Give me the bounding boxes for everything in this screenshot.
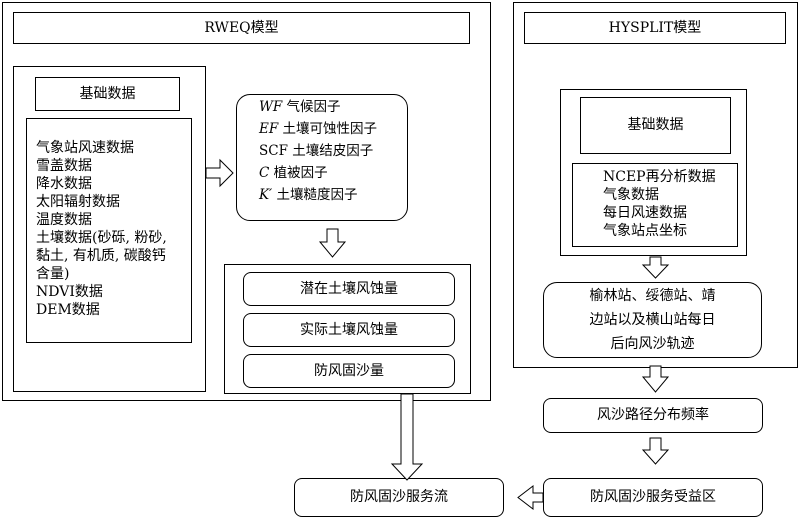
arrow-left-icon <box>517 484 544 511</box>
arrow-down-icon <box>641 437 670 465</box>
service-flow-box: 防风固沙服务流 <box>294 478 504 517</box>
beneficiary-area-box: 防风固沙服务受益区 <box>543 478 763 517</box>
factor-desc: 气候因子 <box>286 99 341 115</box>
factor-symbol: C <box>259 165 270 181</box>
potential-erosion-box: 潜在土壤风蚀量 <box>243 272 455 306</box>
hysplit-data-item: NCEP再分析数据 <box>603 169 716 185</box>
rweq-data-item: 温度数据 <box>36 212 92 228</box>
path-frequency-box: 风沙路径分布频率 <box>543 398 763 433</box>
trajectory-line: 榆林站、绥德站、靖 <box>589 288 716 304</box>
factor-symbol: EF <box>259 121 279 137</box>
hysplit-data-item: 每日风速数据 <box>603 205 687 221</box>
factor-desc: 土壤糙度因子 <box>276 187 358 203</box>
trajectory-line: 边站以及横山站每日 <box>589 312 716 328</box>
actual-erosion-box: 实际土壤风蚀量 <box>243 313 455 347</box>
trajectory-box: 榆林站、绥德站、靖 边站以及横山站每日 后向风沙轨迹 <box>543 282 762 358</box>
factor-item: SCF 土壤结皮因子 <box>259 140 407 162</box>
factor-symbol: K′ <box>259 187 273 203</box>
rweq-data-item: 太阳辐射数据 <box>36 194 120 210</box>
factor-item: C 植被因子 <box>259 162 407 184</box>
hysplit-model-title: HYSPLIT模型 <box>524 12 786 44</box>
rweq-factors-box: WF 气候因子 EF 土壤可蚀性因子 SCF 土壤结皮因子 C 植被因子 K′ … <box>236 94 408 221</box>
rweq-data-item: NDVI数据 <box>36 284 103 300</box>
rweq-data-item: DEM数据 <box>36 302 100 318</box>
arrow-down-icon <box>641 365 670 393</box>
factor-item: EF 土壤可蚀性因子 <box>259 118 407 140</box>
trajectory-line: 后向风沙轨迹 <box>610 336 695 352</box>
hysplit-data-item: 气象站点坐标 <box>603 223 687 239</box>
rweq-data-item: 降水数据 <box>36 176 92 192</box>
factor-desc: 土壤可蚀性因子 <box>282 121 378 137</box>
sand-fixation-box: 防风固沙量 <box>243 354 455 388</box>
rweq-basic-data-label: 基础数据 <box>35 77 180 111</box>
factor-item: K′ 土壤糙度因子 <box>259 184 407 206</box>
rweq-data-item: 土壤数据(砂砾, 粉砂, <box>36 230 167 246</box>
hysplit-data-list: NCEP再分析数据 气象数据 每日风速数据 气象站点坐标 <box>572 163 738 247</box>
rweq-data-item: 含量) <box>36 266 70 282</box>
arrow-down-icon <box>390 393 424 481</box>
rweq-data-item: 雪盖数据 <box>36 158 92 174</box>
hysplit-data-item: 气象数据 <box>603 187 659 203</box>
factor-symbol: SCF <box>259 143 288 159</box>
rweq-data-list: 气象站风速数据 雪盖数据 降水数据 太阳辐射数据 温度数据 土壤数据(砂砾, 粉… <box>26 118 192 343</box>
factor-symbol: WF <box>259 99 283 115</box>
rweq-model-title: RWEQ模型 <box>13 12 470 44</box>
rweq-data-item: 气象站风速数据 <box>36 140 134 156</box>
factor-item: WF 气候因子 <box>259 96 407 118</box>
factor-desc: 植被因子 <box>273 165 328 181</box>
rweq-data-item: 黏土, 有机质, 碳酸钙 <box>36 248 166 264</box>
hysplit-basic-data-label: 基础数据 <box>580 97 731 154</box>
factor-desc: 土壤结皮因子 <box>292 143 374 159</box>
